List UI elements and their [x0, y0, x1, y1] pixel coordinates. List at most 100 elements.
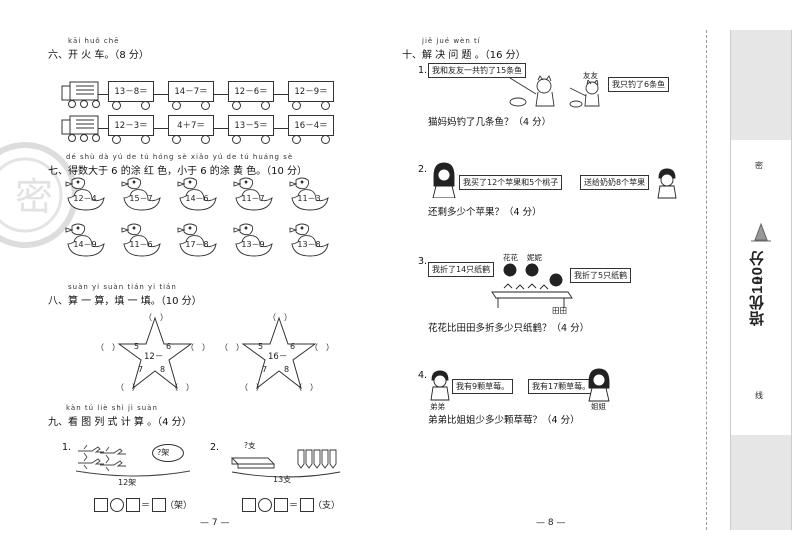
duck-item[interactable]: 14－6 [174, 176, 220, 214]
svg-text:密: 密 [15, 175, 53, 219]
duck-expression: 13－8 [297, 240, 321, 249]
duck-expression: 12－4 [73, 194, 97, 203]
q4-num: 4. [418, 370, 428, 381]
q1-bubble-b: 我只钓了6条鱼 [608, 77, 670, 92]
margin-char: 线 [755, 391, 763, 400]
q1-num: 1. [418, 65, 428, 76]
duck-item[interactable]: 14－9 [62, 222, 108, 260]
q4-bubble-a: 我有9颗草莓。 [452, 379, 514, 394]
answer-box[interactable] [94, 498, 108, 512]
answer-box[interactable] [126, 498, 140, 512]
train-car: 12－9＝ [288, 81, 334, 102]
duck-item[interactable]: 17－8 [174, 222, 220, 260]
duck-icon [121, 177, 161, 211]
duck-item[interactable]: 12－4 [62, 176, 108, 214]
sec6-pinyin: kāi huǒ chē [68, 37, 120, 45]
q1-question: 猫妈妈钓了几条鱼？（4 分） [428, 117, 552, 128]
train-car: 16－4＝ [288, 115, 334, 136]
star-center: 16－ [268, 352, 288, 362]
q4-question: 弟弟比姐姐少多少颗草莓？（4 分） [428, 415, 580, 426]
sec10-pinyin: jiě jué wèn tí [422, 37, 481, 45]
duck-expression: 11－6 [129, 240, 153, 249]
answer-box[interactable] [152, 498, 166, 512]
duck-expression: 11－3 [297, 194, 321, 203]
p1-unit: （架） [165, 501, 193, 511]
duck-item[interactable]: 15－7 [118, 176, 164, 214]
margin-char: 封 [755, 276, 763, 285]
p2-unit: （支） [313, 501, 341, 511]
brand-text: 培优100分 [749, 250, 766, 327]
margin-strip: 培优100分 密 封 线 [730, 30, 792, 530]
p1-total: 12架 [118, 478, 137, 487]
sec9-pinyin: kàn tú liè shì jì suàn [66, 404, 158, 412]
pencil-box-figure [226, 448, 346, 484]
answer-box[interactable] [274, 498, 288, 512]
train-car: 14－7＝ [168, 81, 214, 102]
sister-icon [586, 368, 612, 402]
q3-num: 3. [418, 256, 428, 267]
q2-bubble-a: 我买了12个苹果和5个桃子 [459, 175, 563, 190]
locomotive-icon [61, 81, 100, 108]
page-number-left: — 7 — [200, 518, 230, 528]
brand-logo: 培优100分 [741, 220, 781, 340]
p2-label: ?支 [244, 441, 256, 450]
train-car: 12－6＝ [228, 81, 274, 102]
p1-bubble [152, 444, 184, 462]
answer-box[interactable] [242, 498, 256, 512]
q3-name-c: 田田 [552, 306, 567, 315]
duck-icon [233, 223, 273, 257]
q1-name: 友友 [583, 71, 598, 80]
duck-expression: 13－9 [241, 240, 265, 249]
train-car: 13－8＝ [108, 81, 154, 102]
sec8-pinyin: suàn yi suàn tián yi tián [68, 283, 177, 291]
train-car: 12－3＝ [108, 115, 154, 136]
q2-num: 2. [418, 164, 428, 175]
sec10-title: 十、解 决 问 题 。（16 分） [402, 50, 526, 61]
duck-item[interactable]: 11－6 [118, 222, 164, 260]
duck-icon [289, 223, 329, 257]
duck-icon [121, 223, 161, 257]
page-number-right: — 8 — [536, 518, 566, 528]
boy-icon [654, 168, 680, 200]
q3-name-a: 花花 [503, 253, 518, 262]
children-table-figure [490, 262, 574, 310]
duck-expression: 14－6 [185, 194, 209, 203]
q3-bubble-b: 我折了5只纸鹤 [570, 268, 632, 283]
airplanes-figure [74, 443, 194, 485]
q3-name-b: 妮妮 [527, 253, 542, 262]
operator-circle[interactable] [258, 498, 272, 512]
duck-expression: 15－7 [129, 194, 153, 203]
margin-char: 密 [755, 161, 763, 170]
q1-bubble-a: 我和友友一共钓了15条鱼 [428, 63, 527, 78]
q2-bubble-b: 送给奶奶8个苹果 [580, 175, 650, 190]
duck-icon [233, 177, 273, 211]
operator-circle[interactable] [110, 498, 124, 512]
girl-icon [430, 162, 458, 199]
duck-item[interactable]: 13－9 [230, 222, 276, 260]
train-car: 4＋7＝ [168, 115, 214, 136]
train-1: 13－8＝ 14－7＝ 12－6＝ 12－9＝ [60, 78, 340, 110]
p2-num: 2. [210, 442, 220, 453]
duck-item[interactable]: 11－3 [286, 176, 332, 214]
q3-question: 花花比田田多折多少只纸鹤？（4 分） [428, 323, 590, 334]
q3-bubble-a: 我折了14只纸鹤 [428, 262, 495, 277]
p2-total: 13支 [273, 475, 292, 484]
locomotive-icon [61, 115, 100, 142]
duck-icon [65, 177, 105, 211]
q4-name-b: 姐姐 [591, 402, 606, 411]
star-center: 12－ [144, 352, 164, 362]
duck-item[interactable]: 11－7 [230, 176, 276, 214]
duck-item[interactable]: 13－8 [286, 222, 332, 260]
duck-icon [289, 177, 329, 211]
q4-bubble-b: 我有17颗草莓。 [528, 379, 595, 394]
duck-expression: 17－8 [185, 240, 209, 249]
answer-box[interactable] [300, 498, 314, 512]
sec6-title: 六、开 火 车。（8 分） [48, 50, 149, 61]
q2-question: 还剩多少个苹果？（4 分） [428, 207, 542, 218]
duck-expression: 14－9 [73, 240, 97, 249]
duck-icon [177, 177, 217, 211]
sail-logo-icon [751, 222, 771, 242]
sec9-title: 九、看 图 列 式 计 算 。（4 分） [48, 417, 192, 428]
binding-margin [706, 30, 707, 530]
train-2: 12－3＝ 4＋7＝ 13－5＝ 16－4＝ [60, 112, 340, 144]
